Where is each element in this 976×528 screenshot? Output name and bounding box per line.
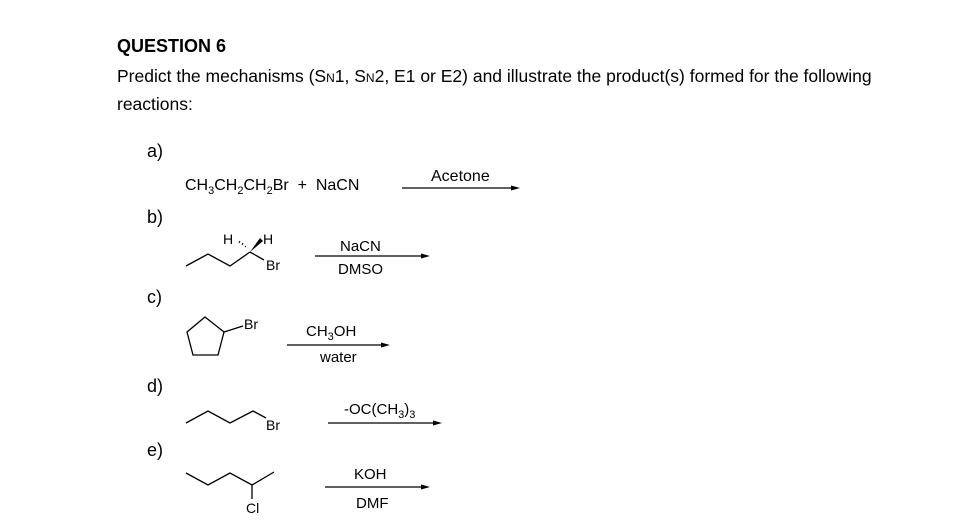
formula-part: Br [272, 177, 289, 194]
reaction-b-label: b) [147, 207, 164, 227]
prompt-text: 1, S [334, 66, 366, 86]
reaction-d-molecule [185, 410, 267, 424]
reaction-c-halogen: Br [244, 316, 258, 332]
reaction-e-reagent: KOH [354, 466, 387, 483]
reaction-e-molecule [185, 471, 275, 499]
reaction-b-solvent: DMSO [338, 261, 383, 278]
reaction-b-h-wedge: H [263, 231, 274, 247]
reaction-a-reactant: CH3CH2CH2Br + NaCN [185, 177, 359, 197]
formula-part: OH [333, 323, 357, 340]
reaction-d-halogen: Br [266, 417, 280, 433]
formula-subscript: 2 [237, 185, 244, 197]
reaction-e-solvent: DMF [356, 495, 389, 512]
sn-subscript: N [365, 71, 375, 85]
reaction-c-molecule [186, 316, 244, 356]
reaction-c-solvent: water [320, 349, 357, 366]
prompt-text: Predict the mechanisms (S [117, 66, 327, 86]
reaction-e-halogen: Cl [246, 500, 260, 516]
formula-part: CH [185, 177, 209, 194]
formula-part: -OC(CH [344, 401, 399, 418]
formula-part: CH [214, 177, 238, 194]
reaction-b-h-dash: H [223, 231, 234, 247]
reaction-e-label: e) [147, 440, 164, 460]
formula-subscript: 2 [266, 185, 273, 197]
plus-sign: + [297, 177, 307, 194]
reaction-c-label: c) [147, 287, 162, 307]
sn-subscript: N [326, 71, 335, 85]
formula-subscript: 3 [398, 409, 405, 421]
reaction-b-arrow [315, 253, 430, 259]
formula-part: ) [404, 401, 410, 418]
reaction-a-reagent: NaCN [315, 177, 360, 194]
reaction-b-molecule [185, 238, 265, 267]
reaction-a-condition: Acetone [431, 168, 490, 185]
prompt-text: 2, E1 or E2) and illustrate the product(… [374, 66, 872, 86]
reaction-a-label: a) [147, 141, 164, 161]
reaction-c-reagent: CH3OH [306, 323, 356, 343]
reaction-e-arrow [325, 484, 430, 490]
prompt-text-line2: reactions: [117, 94, 193, 114]
question-prompt: Predict the mechanisms (SN1, SN2, E1 or … [117, 63, 967, 117]
question-title: QUESTION 6 [117, 36, 227, 56]
reaction-c-arrow [287, 342, 390, 348]
formula-subscript: 3 [327, 331, 334, 343]
formula-part: CH [243, 177, 267, 194]
formula-part: CH [306, 323, 328, 340]
reaction-d-label: d) [147, 376, 164, 396]
formula-subscript: 3 [208, 185, 215, 197]
reaction-b-reagent: NaCN [340, 238, 381, 255]
reaction-b-halogen: Br [266, 257, 280, 273]
reaction-d-arrow [328, 420, 442, 426]
reaction-a-arrow [402, 185, 520, 191]
formula-subscript: 3 [409, 409, 416, 421]
reaction-d-reagent: -OC(CH3)3 [344, 401, 415, 421]
